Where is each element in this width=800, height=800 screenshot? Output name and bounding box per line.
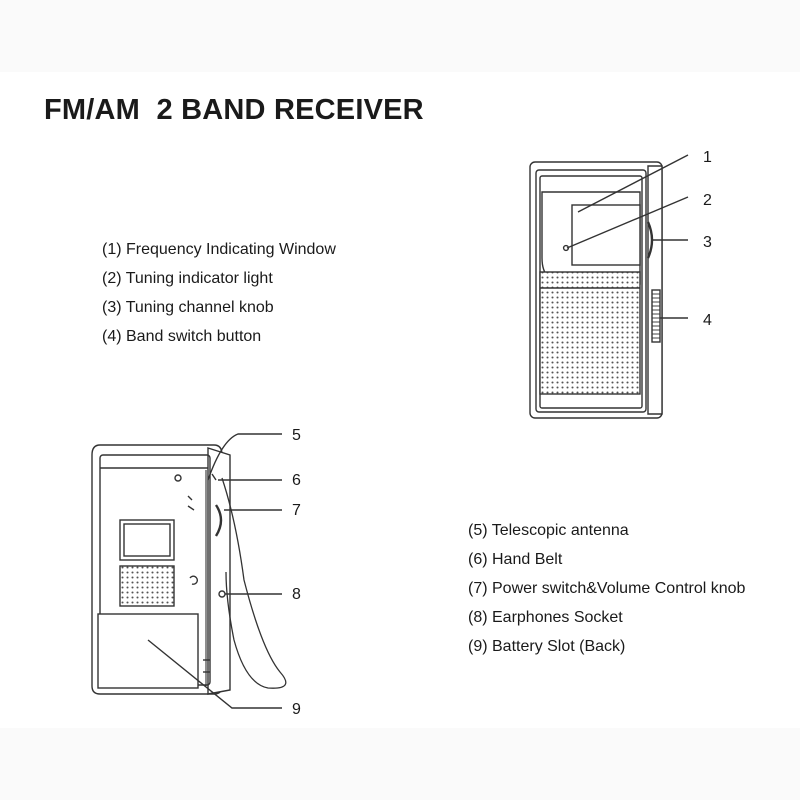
callout-7: 7: [292, 502, 301, 519]
legend-item-earphone-socket: (8) Earphones Socket: [468, 609, 623, 626]
battery-door: [97, 613, 199, 689]
callout-5: 5: [292, 427, 301, 444]
callout-1: 1: [703, 149, 712, 166]
speaker-grille-front: [539, 271, 641, 395]
volume-knob: [214, 504, 223, 537]
legend-item-battery-slot: (9) Battery Slot (Back): [468, 638, 626, 655]
hand-belt: [221, 477, 287, 689]
legend-item-tuning-light: (2) Tuning indicator light: [102, 270, 273, 287]
callout-6: 6: [292, 472, 301, 489]
legend-item-frequency-window: (1) Frequency Indicating Window: [102, 241, 336, 258]
frequency-window: [571, 204, 641, 266]
callout-9: 9: [292, 701, 301, 718]
page-title: FM/AM 2 BAND RECEIVER: [44, 94, 424, 126]
legend-side-parts: (5) Telescopic antenna (6) Hand Belt (7)…: [468, 516, 745, 661]
radio-side-view: [91, 433, 287, 709]
legend-item-antenna: (5) Telescopic antenna: [468, 522, 629, 539]
band-switch: [651, 289, 661, 343]
legend-item-power-volume-knob: (7) Power switch&Volume Control knob: [468, 580, 746, 597]
callout-2: 2: [703, 192, 712, 209]
callout-3: 3: [703, 234, 712, 251]
speaker-grille-back: [119, 565, 175, 607]
tuning-knob: [646, 221, 654, 259]
callout-8: 8: [292, 586, 301, 603]
legend-item-band-switch: (4) Band switch button: [102, 328, 262, 345]
legend-item-hand-belt: (6) Hand Belt: [468, 551, 563, 568]
callout-4: 4: [703, 312, 712, 329]
legend-item-tuning-knob: (3) Tuning channel knob: [102, 299, 274, 316]
radio-front-view: [529, 154, 689, 419]
legend-front-parts: (1) Frequency Indicating Window (2) Tuni…: [102, 235, 336, 351]
